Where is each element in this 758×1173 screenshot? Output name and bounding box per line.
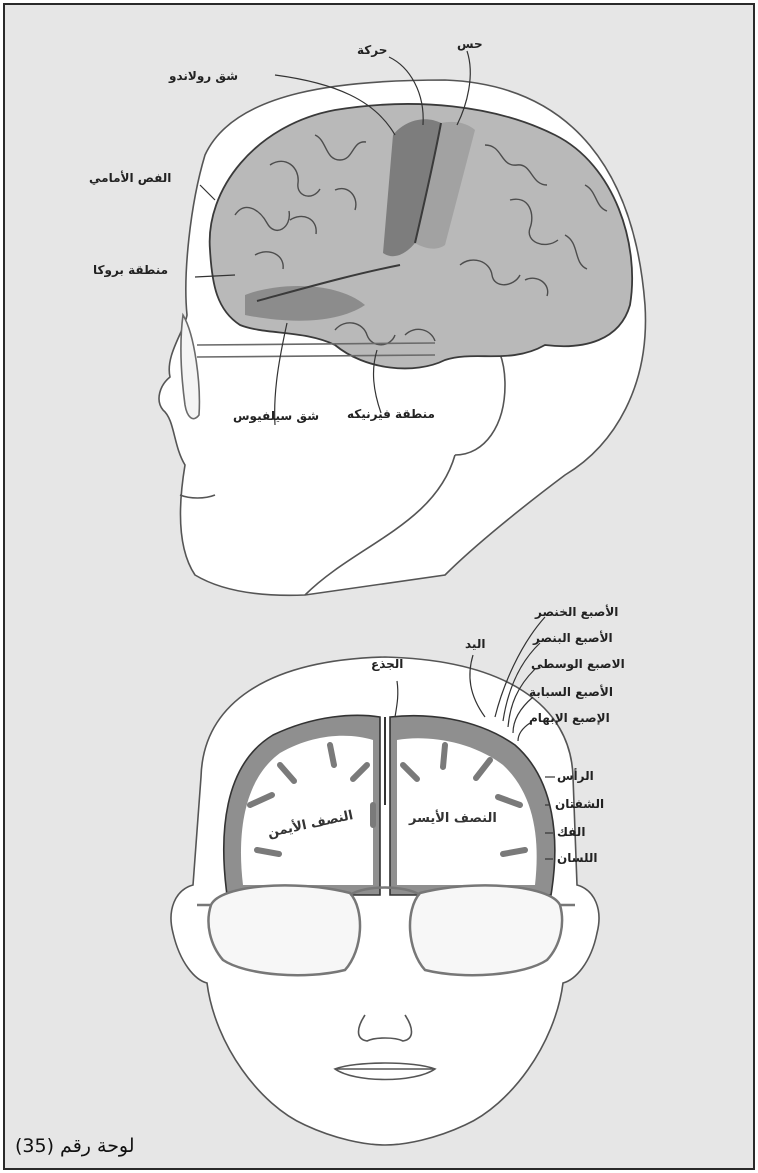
profile-brain [210,104,632,368]
label-thumb: الإصبع الإبهام [529,711,610,725]
label-motor-area: حركة [357,43,387,57]
glasses-lens-right [208,885,360,975]
label-tongue: اللسان [557,851,597,865]
label-jaw: الفك [557,825,585,839]
label-head: الرأس [557,769,594,783]
label-little-finger: الأصبع الخنصر [535,605,618,619]
label-lips: الشفتان [555,797,604,811]
label-sensory-area: حس [457,37,483,51]
label-ring-finger: الأصبع البنصر [533,631,613,645]
label-broca-area: منطقة بروكا [93,263,168,277]
label-rolandic-fissure: شق رولاندو [169,69,238,83]
plate-caption: لوحة رقم (35) [15,1135,135,1157]
label-frontal-lobe: الفص الأمامي [89,171,171,185]
label-sylvian-fissure: شق سيلفيوس [233,409,319,423]
label-trunk: الجذع [371,657,403,671]
label-index-finger: الأصبع السبابة [529,685,613,699]
label-left-hemisphere: النصف الأيسر [409,811,497,826]
glasses-lens-left [410,885,562,975]
label-wernicke-area: منطقة فيرنيكه [347,407,435,421]
label-middle-finger: الاصبع الوسطى [531,657,625,671]
label-hand: اليد [465,637,485,651]
plate-frame: حركة حس شق رولاندو الفص الأمامي منطقة بر… [3,3,755,1170]
coronal-section [224,715,555,895]
